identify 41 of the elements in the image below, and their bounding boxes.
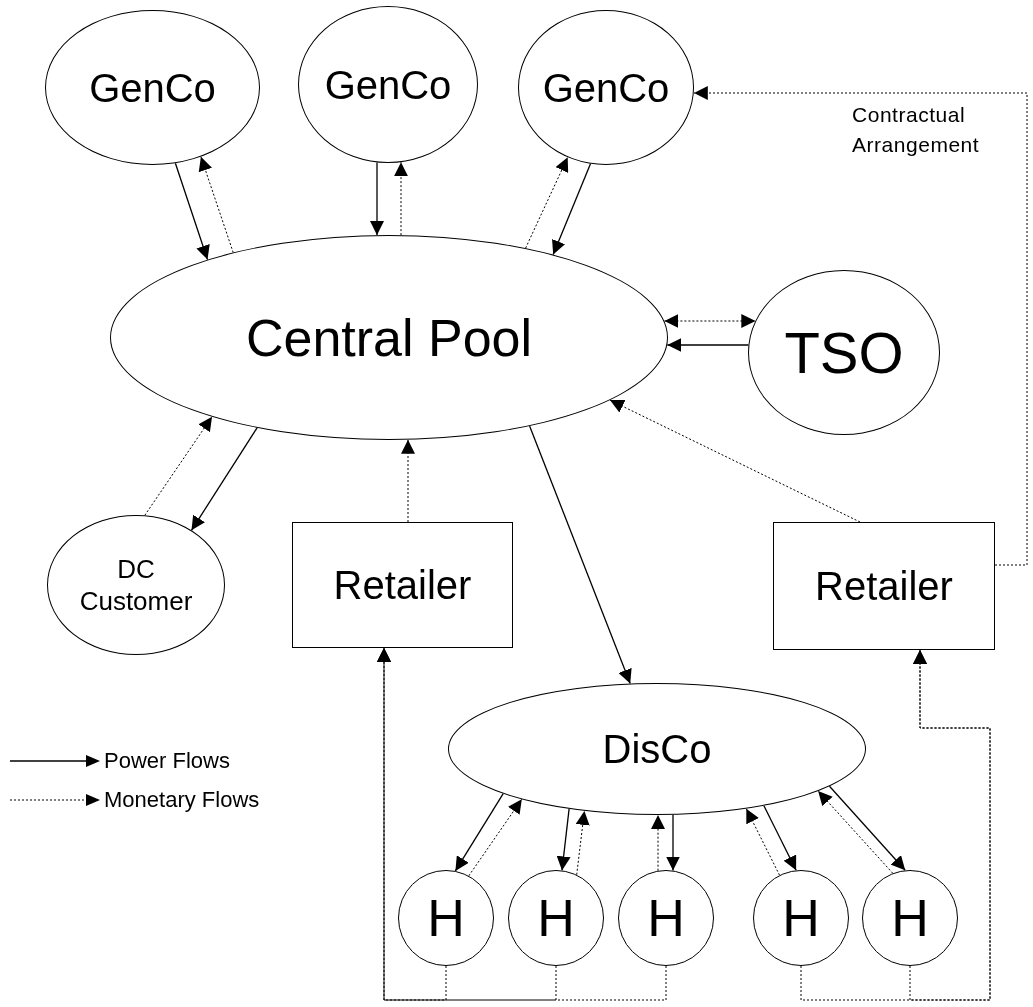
arrow: [556, 808, 571, 872]
arrow: [528, 425, 632, 685]
arrow: [401, 439, 415, 523]
arrow: [370, 161, 384, 236]
retailer-box: Retailer: [292, 522, 513, 648]
retailer-box: Retailer: [773, 522, 995, 650]
household-circle: H: [508, 870, 604, 966]
household-circle: H: [753, 870, 849, 966]
arrow: [377, 647, 667, 1001]
arrow: [198, 156, 234, 253]
arrow: [663, 314, 756, 328]
arrow: [454, 793, 504, 872]
arrow: [394, 161, 408, 236]
pool-ellipse: Central Pool: [110, 235, 668, 440]
arrow: [817, 790, 894, 874]
arrow: [745, 808, 780, 876]
arrow: [190, 427, 258, 531]
arrow: [651, 814, 665, 872]
arrow: [575, 810, 590, 876]
arrow: [693, 86, 1028, 566]
household-circle: H: [862, 870, 958, 966]
genco-ellipse: GenCo: [45, 10, 260, 165]
arrow: [666, 338, 750, 352]
arrow: [666, 814, 680, 872]
arrow: [144, 416, 213, 516]
arrow: [468, 798, 523, 877]
genco-ellipse: GenCo: [518, 10, 694, 165]
tso-ellipse: TSO: [748, 270, 940, 435]
arrow: [552, 163, 592, 256]
genco-ellipse: GenCo: [298, 6, 478, 163]
customer-ellipse: DC Customer: [47, 515, 225, 655]
legend-label: Monetary Flows: [104, 786, 260, 814]
household-circle: H: [398, 870, 494, 966]
arrow: [763, 805, 797, 871]
arrow: [828, 785, 906, 871]
arrow: [909, 649, 991, 1001]
arrow: [609, 399, 861, 523]
disco-ellipse: DisCo: [448, 683, 866, 815]
arrow: [525, 156, 569, 249]
legend-label: Power Flows: [104, 747, 230, 775]
household-circle: H: [618, 870, 714, 966]
